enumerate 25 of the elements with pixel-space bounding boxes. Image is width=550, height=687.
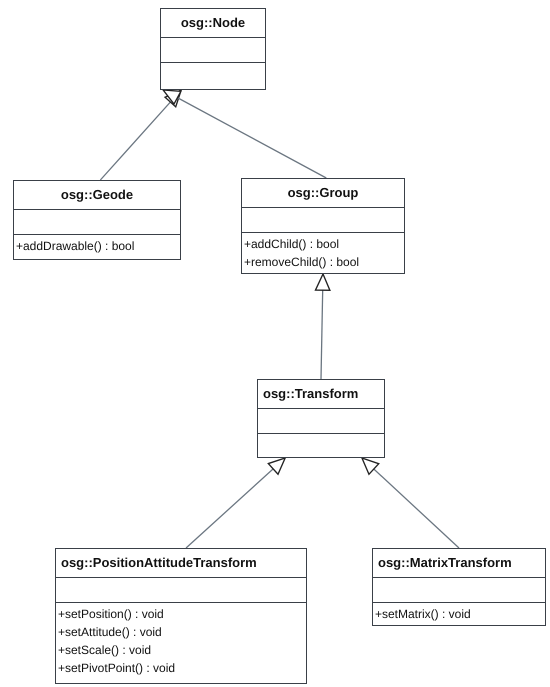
- method-text: +removeChild() : bool: [244, 254, 360, 271]
- class-name: osg::PositionAttitudeTransform: [56, 549, 306, 578]
- method-text: +setScale() : void: [58, 642, 152, 659]
- method-text: +addChild() : bool: [244, 236, 340, 253]
- method-text: +setAttitude() : void: [58, 624, 162, 641]
- class-name: osg::Geode: [14, 181, 180, 210]
- generalization-arrow: [314, 273, 331, 380]
- class-box: [372, 548, 546, 626]
- class-name: osg::MatrixTransform: [373, 549, 545, 578]
- class-box: [257, 379, 385, 458]
- class-box: [160, 8, 266, 90]
- class-name: osg::Group: [242, 179, 404, 208]
- class-name: osg::Node: [161, 9, 265, 38]
- class-box: [55, 548, 307, 684]
- class-name: osg::Transform: [258, 380, 384, 409]
- method-text: +addDrawable() : bool: [16, 238, 134, 255]
- class-box: [241, 178, 405, 274]
- method-text: +setPivotPoint() : void: [58, 660, 176, 677]
- generalization-arrow: [162, 89, 327, 179]
- generalization-arrow: [361, 457, 460, 548]
- method-text: +setPosition() : void: [58, 606, 164, 623]
- generalization-arrow: [100, 89, 182, 180]
- class-box: [13, 180, 181, 260]
- method-text: +setMatrix() : void: [375, 606, 471, 623]
- generalization-arrow: [186, 457, 286, 548]
